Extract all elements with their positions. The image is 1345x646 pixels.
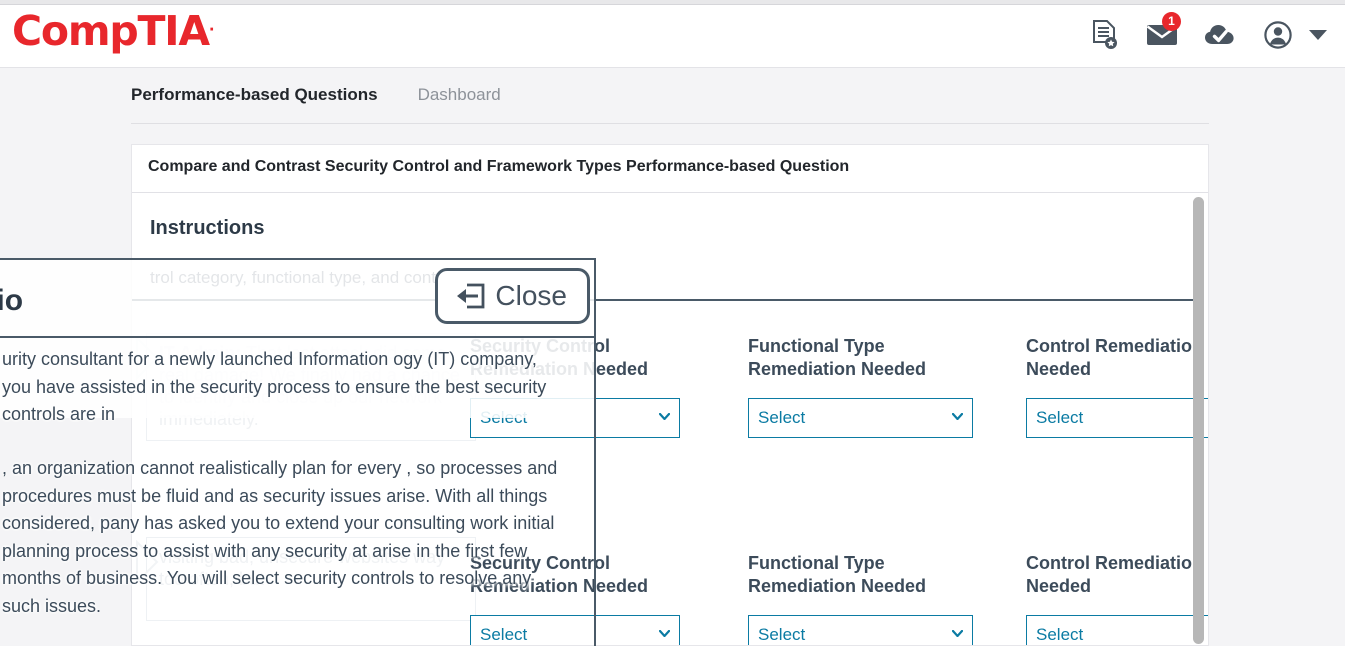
column-functional-type-remediation: Functional Type Remediation Needed Selec…: [748, 335, 973, 438]
instructions-divider: [132, 299, 1194, 301]
comptia-logo-registered: .: [208, 16, 215, 35]
scenario-paragraph: , an organization cannot realistically p…: [2, 457, 558, 616]
select-wrapper: Select: [748, 397, 973, 438]
site-header: CompTIA. 1: [0, 5, 1345, 68]
select-wrapper: Select: [748, 614, 973, 645]
close-button-label: Close: [495, 280, 567, 311]
scenario-paragraph: urity consultant for a newly launched In…: [2, 349, 547, 425]
control-remediation-select[interactable]: Select: [1026, 614, 1208, 645]
chevron-down-icon[interactable]: [1309, 30, 1327, 40]
envelope-badge-count: 1: [1162, 12, 1181, 31]
column-label: Functional Type Remediation Needed: [748, 553, 927, 597]
functional-type-remediation-select[interactable]: Select: [748, 614, 973, 645]
document-star-icon[interactable]: [1087, 17, 1121, 53]
column-label: Functional Type Remediation Needed: [748, 336, 927, 380]
column-control-remediation: Control Remediation Needed Select: [1026, 335, 1208, 438]
control-remediation-select[interactable]: Select: [1026, 397, 1208, 438]
vertical-scrollbar[interactable]: [1193, 197, 1204, 644]
scenario-overlay-header: ario Close: [0, 260, 594, 338]
vertical-scrollbar-thumb[interactable]: [1193, 197, 1204, 644]
select-wrapper: Select: [1026, 397, 1208, 438]
instructions-heading: Instructions: [150, 217, 265, 239]
header-icon-group: 1: [1087, 12, 1327, 53]
comptia-logo[interactable]: CompTIA.: [12, 11, 215, 52]
scenario-overlay-panel: ario Close urity consultant for a newly …: [0, 258, 596, 646]
tab-dashboard[interactable]: Dashboard: [417, 85, 501, 104]
column-label: Control Remediation Needed: [1026, 336, 1204, 380]
page-body: Performance-based Questions Dashboard Co…: [0, 68, 1345, 646]
comptia-logo-text: CompTIA: [12, 7, 210, 55]
select-wrapper: Select: [1026, 614, 1208, 645]
column-label: Control Remediation Needed: [1026, 553, 1204, 597]
scenario-title: ario: [0, 284, 24, 317]
column-control-remediation: Control Remediation Needed Select: [1026, 552, 1208, 645]
functional-type-remediation-select[interactable]: Select: [748, 397, 973, 438]
exit-arrow-icon: [454, 281, 486, 311]
user-avatar-icon[interactable]: [1261, 17, 1295, 53]
scenario-overlay-body: urity consultant for a newly launched In…: [0, 338, 594, 646]
cloud-check-icon[interactable]: [1203, 17, 1237, 53]
tab-performance-based-questions[interactable]: Performance-based Questions: [131, 85, 378, 104]
question-card-title: Compare and Contrast Security Control an…: [148, 158, 850, 175]
browser-chrome-strip: [0, 0, 1345, 5]
nav-tabs: Performance-based Questions Dashboard: [131, 82, 1209, 124]
close-button[interactable]: Close: [435, 268, 590, 324]
column-functional-type-remediation: Functional Type Remediation Needed Selec…: [748, 552, 973, 645]
envelope-icon[interactable]: 1: [1145, 12, 1181, 53]
